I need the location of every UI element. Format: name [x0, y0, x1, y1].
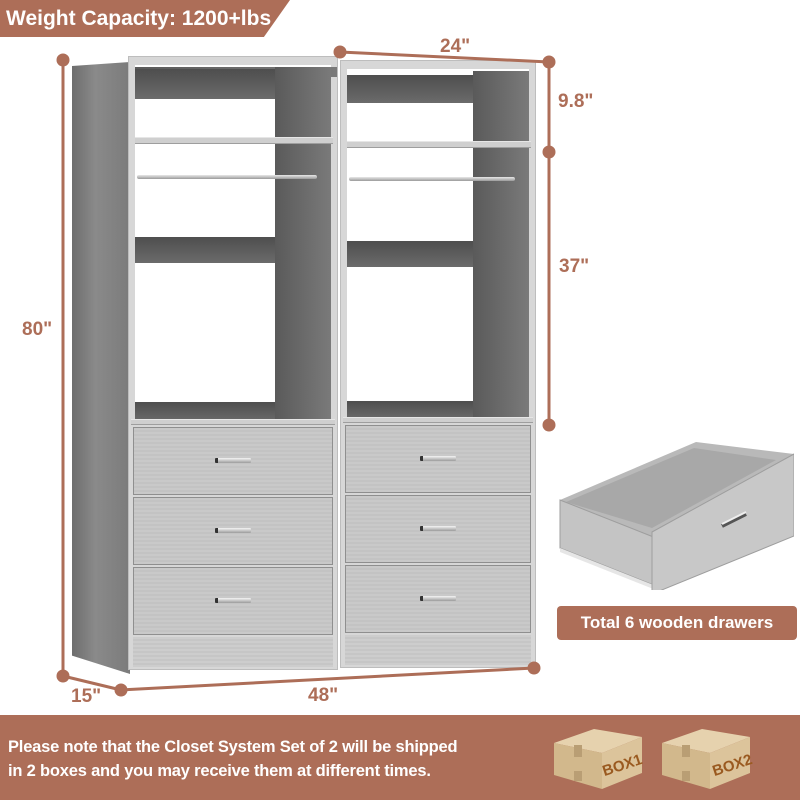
drawer[interactable]	[345, 565, 531, 633]
closet-plinth	[345, 635, 531, 665]
shipping-notice-line-2: in 2 boxes and you may receive them at d…	[8, 762, 431, 780]
drawer[interactable]	[345, 425, 531, 493]
drawer-handle-icon	[420, 596, 456, 601]
closet-unit-right	[340, 60, 536, 668]
drawer-handle-icon	[215, 598, 251, 603]
drawer[interactable]	[133, 567, 333, 635]
closet-plinth	[133, 637, 333, 667]
closet-unit-left	[128, 56, 338, 670]
drawer-handle-icon	[420, 456, 456, 461]
shipping-notice-footer: Please note that the Closet System Set o…	[0, 715, 800, 800]
hanging-rod	[137, 175, 317, 179]
drawer[interactable]	[133, 497, 333, 565]
drawers-callout-text: Total 6 wooden drawers	[580, 613, 774, 632]
top-shelf	[135, 137, 333, 144]
drawer[interactable]	[345, 495, 531, 563]
drawer-handle-icon	[215, 458, 251, 463]
side-compartment	[275, 67, 331, 419]
top-shelf	[347, 141, 531, 148]
depth-label: 15"	[71, 686, 102, 707]
unit-width-label: 24"	[440, 36, 471, 57]
total-height-label: 80"	[22, 319, 53, 340]
side-compartment	[473, 71, 529, 417]
open-drawer-illustration	[559, 442, 794, 590]
middle-back-rail	[347, 241, 473, 267]
total-width-label: 48"	[308, 685, 339, 706]
top-back-rail	[135, 69, 275, 99]
drawer[interactable]	[133, 427, 333, 495]
drawer-handle-icon	[420, 526, 456, 531]
drawer-handle-icon	[215, 528, 251, 533]
weight-capacity-banner: Weight Capacity: 1200+lbs	[0, 0, 290, 37]
closet-side-panel	[72, 62, 130, 674]
hanging-height-label: 37"	[559, 256, 590, 277]
hanging-rod	[349, 177, 515, 181]
weight-capacity-text: Weight Capacity: 1200+lbs	[6, 7, 272, 30]
drawer-top-shelf	[343, 417, 533, 423]
top-cubby-height-label: 9.8"	[558, 91, 594, 112]
cardboard-box-icon	[554, 729, 642, 789]
top-back-rail	[347, 75, 473, 103]
box-1-icon: BOX1	[552, 723, 644, 791]
cardboard-box-icon	[662, 729, 750, 789]
middle-back-rail	[135, 237, 275, 263]
shipping-notice-text: Please note that the Closet System Set o…	[8, 735, 528, 783]
box-2-icon: BOX2	[660, 723, 754, 791]
drawers-callout: Total 6 wooden drawers	[557, 606, 797, 640]
bottom-back-rail	[135, 402, 275, 422]
drawer-top-shelf	[131, 419, 335, 425]
shipping-notice-line-1: Please note that the Closet System Set o…	[8, 738, 458, 756]
bottom-back-rail	[347, 401, 473, 419]
